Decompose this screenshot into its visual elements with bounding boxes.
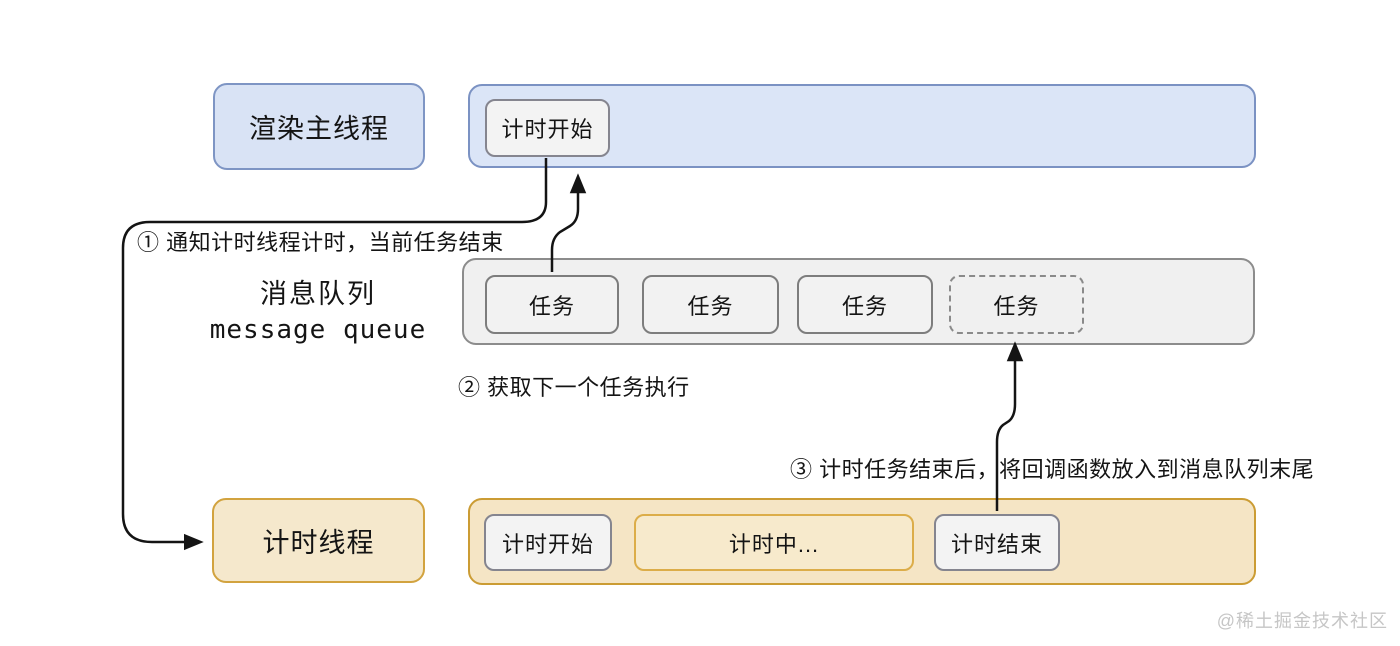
timing-start-text: 计时开始 xyxy=(501,117,594,142)
annotation-step3: ③ 计时任务结束后，将回调函数放入到消息队列末尾 xyxy=(790,457,1315,482)
message-queue-label: 消息队列 message queue xyxy=(200,276,436,348)
render-main-thread-bar: 计时开始 xyxy=(468,84,1256,168)
message-queue-bar: 任务 任务 任务 任务 xyxy=(462,258,1255,345)
annotation-step2: ② 获取下一个任务执行 xyxy=(458,375,690,400)
message-queue-label-en: message queue xyxy=(209,315,427,345)
task-box-2: 任务 xyxy=(642,275,779,334)
arrow-step3-enqueue-callback xyxy=(995,341,1024,511)
timer-thread-bar: 计时开始 计时中... 计时结束 xyxy=(468,498,1256,585)
message-queue-label-cn: 消息队列 xyxy=(260,279,376,309)
watermark: @稀土掘金技术社区 xyxy=(1216,611,1388,631)
task-box-3: 任务 xyxy=(797,275,933,334)
task-1-text: 任务 xyxy=(528,293,575,319)
timing-start-chip-timer: 计时开始 xyxy=(484,514,612,571)
task-3-text: 任务 xyxy=(841,293,888,319)
timer-thread-label: 计时线程 xyxy=(212,498,425,583)
task-2-text: 任务 xyxy=(687,293,734,319)
timing-running-chip: 计时中... xyxy=(634,514,914,571)
timing-start-chip-main: 计时开始 xyxy=(485,99,610,157)
annotation-step1: ① 通知计时线程计时，当前任务结束 xyxy=(137,230,504,255)
timer-thread-text: 计时线程 xyxy=(262,528,375,558)
render-main-thread-label: 渲染主线程 xyxy=(213,83,425,170)
timer-start-text: 计时开始 xyxy=(501,531,594,557)
task-box-1: 任务 xyxy=(485,275,619,334)
task-4-text: 任务 xyxy=(993,293,1040,319)
arrow-step1-notify-timer xyxy=(121,158,548,551)
timing-end-chip: 计时结束 xyxy=(934,514,1060,571)
task-box-pending: 任务 xyxy=(949,275,1084,334)
render-main-thread-text: 渲染主线程 xyxy=(249,114,389,144)
timer-end-text: 计时结束 xyxy=(950,531,1043,557)
timer-running-text: 计时中... xyxy=(728,531,820,557)
